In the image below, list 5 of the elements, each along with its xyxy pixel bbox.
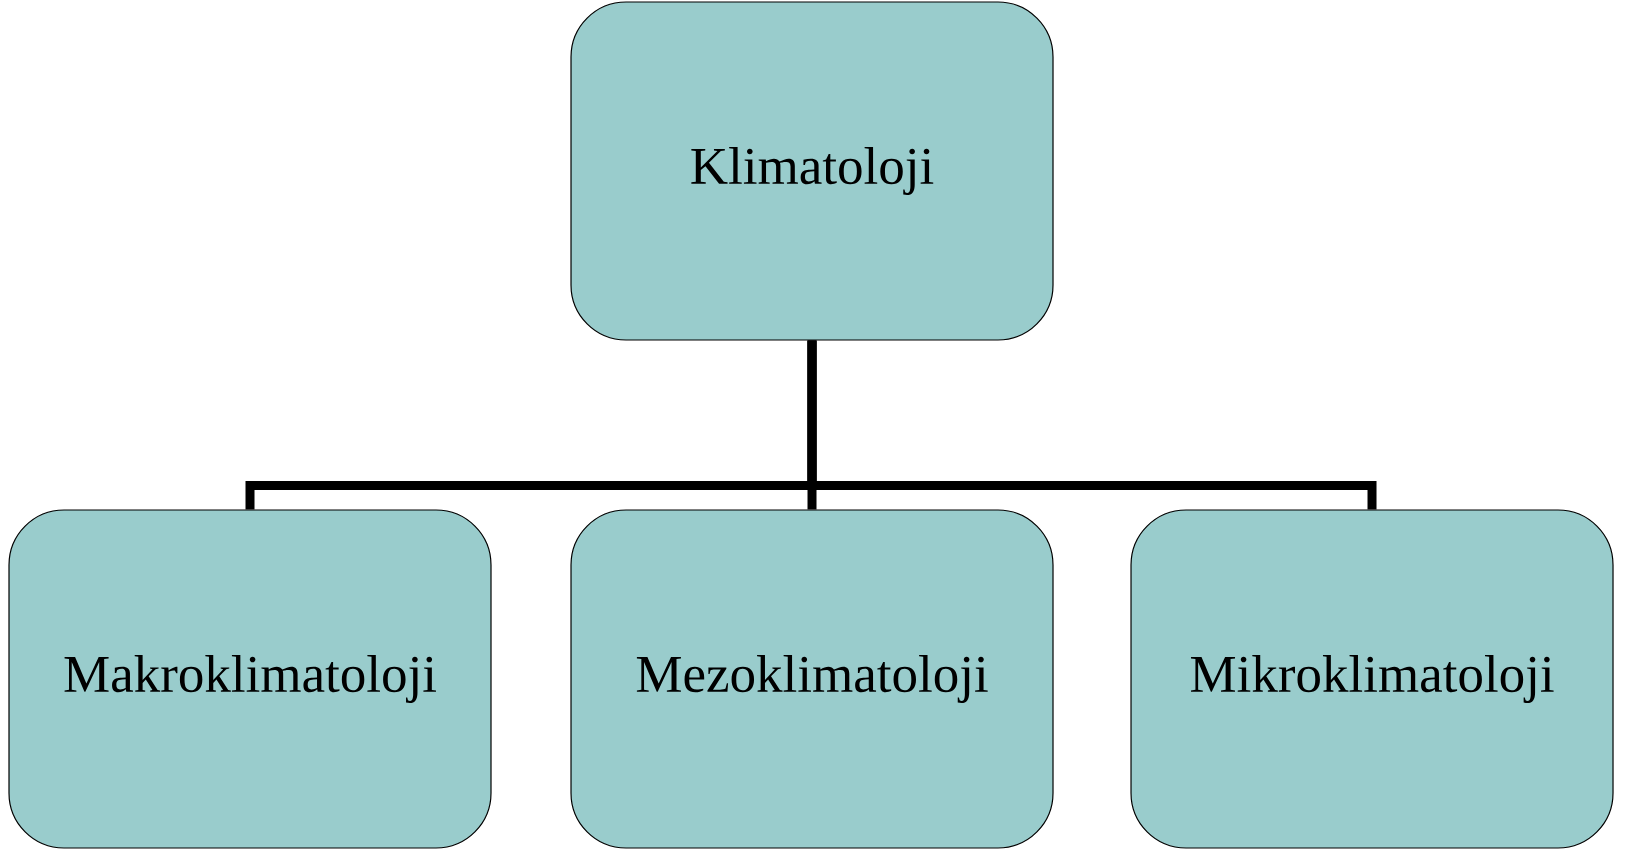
process-box: Klimatoloji: [570, 1, 1054, 341]
process-box: Mikroklimatoloji: [1130, 509, 1614, 849]
process-box: Makroklimatoloji: [8, 509, 492, 849]
connector-line: [807, 340, 1377, 510]
process-box: Mezoklimatoloji: [570, 509, 1054, 849]
